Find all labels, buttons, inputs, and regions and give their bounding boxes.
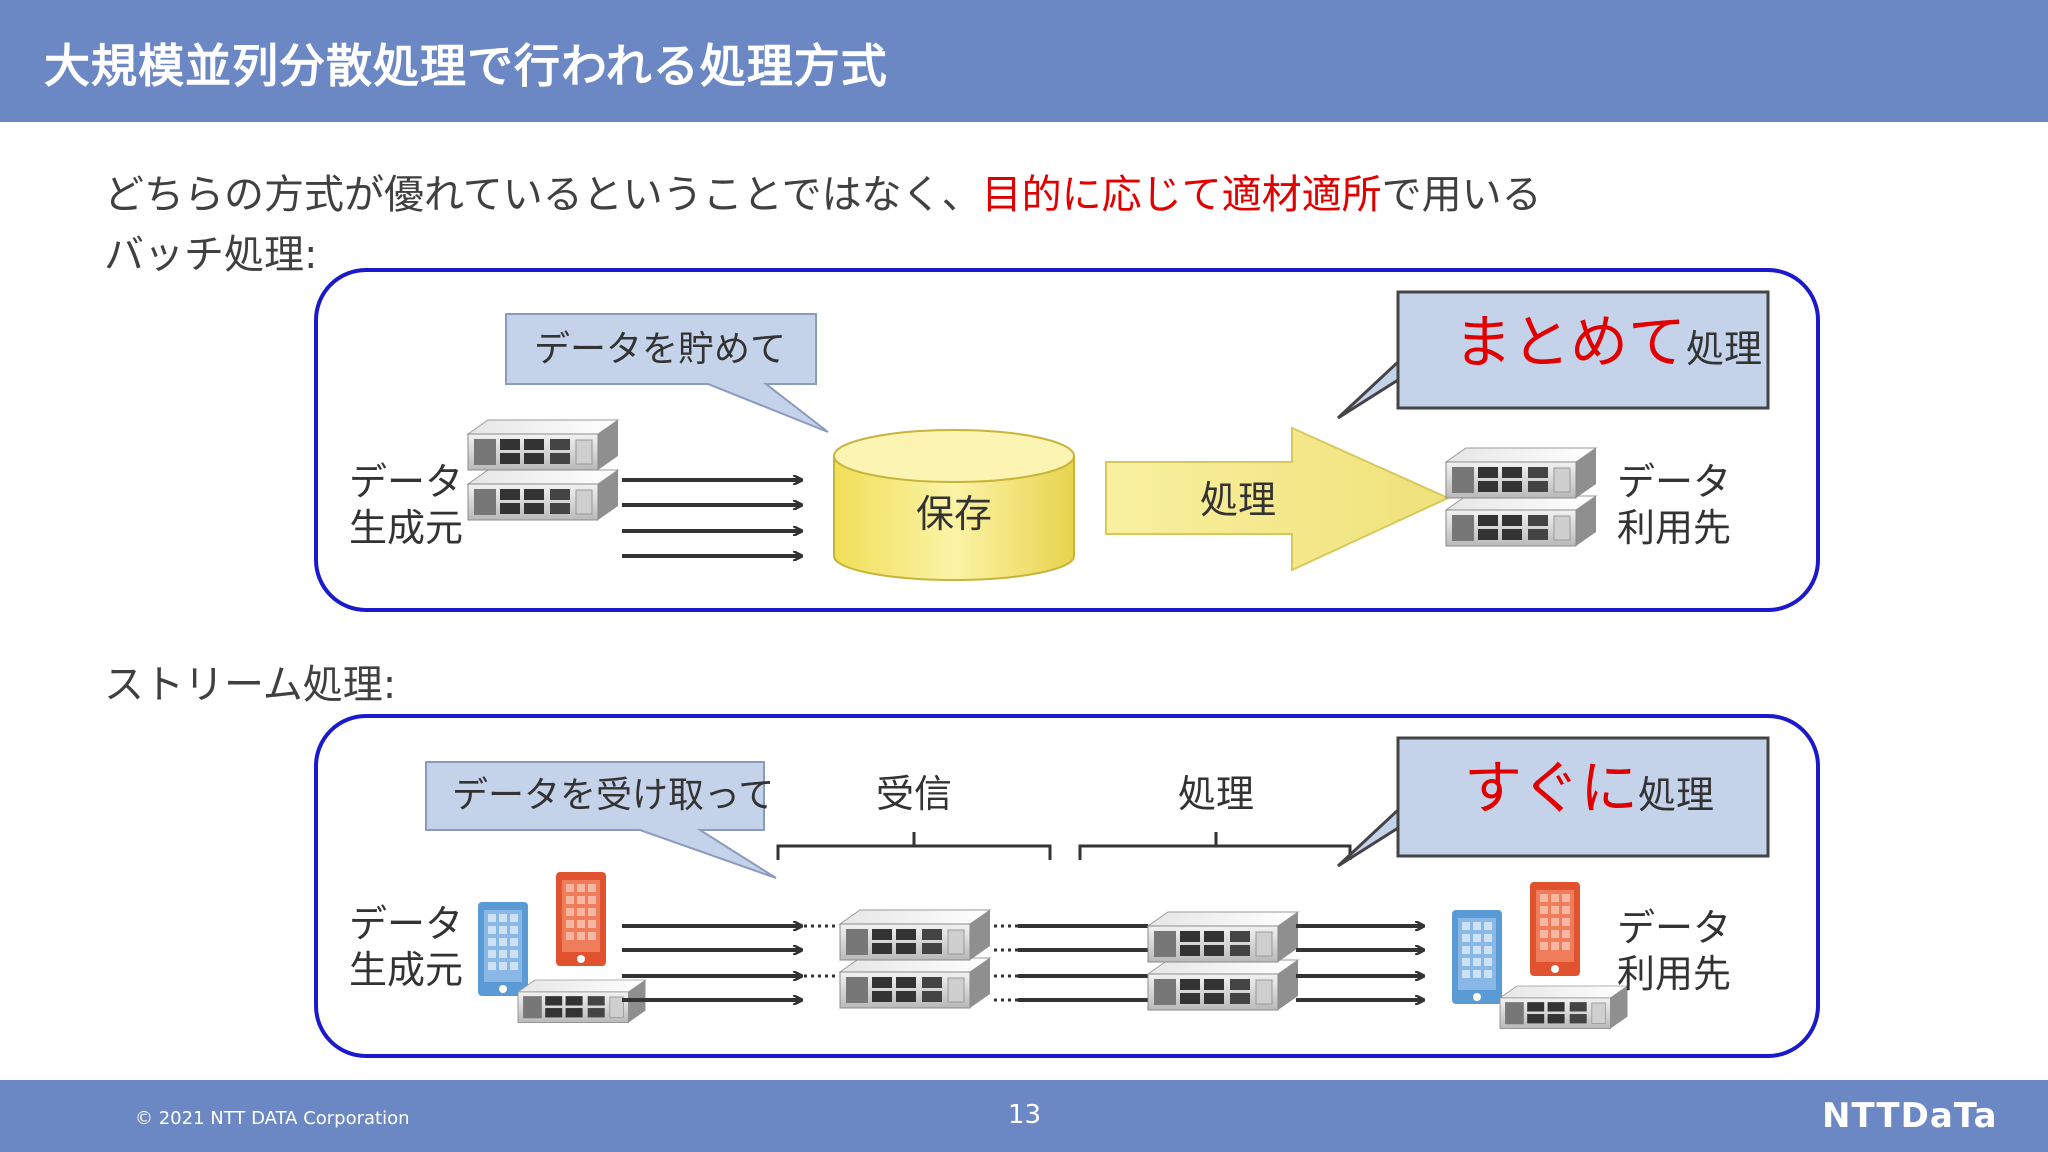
stream-dest-label-1: データ [1616,906,1731,950]
stream-result-text: すぐに処理 [1464,759,1715,819]
stream-result-suffix: 処理 [1638,773,1715,817]
receive-brace [776,832,1052,860]
intro-suffix: で用いる [1381,172,1542,218]
store-callout-text: データを貯めて [534,329,787,370]
receive-label: 受信 [875,772,952,816]
intro-highlight: 目的に応じて適材適所 [981,172,1382,218]
footer-bar [0,1080,2048,1152]
stream-source-label-2: 生成元 [348,948,463,992]
batch-source-arrows [622,480,802,556]
batch-heading: バッチ処理: [104,232,318,278]
batch-result-suffix: 処理 [1686,327,1763,371]
batch-dest-label-2: 利用先 [1616,506,1731,550]
storage-label: 保存 [915,492,992,536]
batch-process-label: 処理 [1199,478,1276,522]
receive-callout-text: データを受け取って [452,775,775,816]
stream-dest-arrows [1296,926,1424,1000]
batch-source-label-1: データ [348,460,463,504]
slide-title: 大規模並列分散処理で行われる処理方式 [44,39,888,93]
stream-middle-arrows [1018,924,1148,1002]
batch-process-arrow [1105,426,1451,572]
stream-dest-label-2: 利用先 [1616,952,1731,996]
stream-result-callout-box [1336,736,1770,868]
page-number: 13 [1008,1100,1042,1130]
stream-result-highlight: すぐに [1464,754,1639,822]
batch-dest-label-1: データ [1616,460,1731,504]
batch-source-label-2: 生成元 [348,506,463,550]
batch-result-text: まとめて処理 [1454,313,1763,373]
storage-cylinder [833,429,1075,581]
intro-prefix: どちらの方式が優れているということではなく、 [104,172,982,218]
stream-source-label-1: データ [348,902,463,946]
batch-result-callout-box [1336,290,1770,420]
stream-process-label: 処理 [1177,772,1254,816]
company-logo: NTTDaTa [1822,1096,1998,1136]
batch-dest-servers [1445,447,1597,547]
stream-heading: ストリーム処理: [104,662,397,708]
copyright-text: © 2021 NTT DATA Corporation [135,1108,410,1129]
store-callout-box [505,313,829,433]
batch-source-servers [467,419,619,521]
stream-source-arrows [622,926,802,1000]
intro-line: どちらの方式が優れているということではなく、目的に応じて適材適所で用いる [104,162,1542,220]
title-bar [0,0,2048,122]
receive-callout-box [425,761,777,879]
stream-dotted-links-1 [804,924,836,978]
stream-process-servers [1147,911,1299,1011]
batch-result-highlight: まとめて [1454,308,1687,376]
stream-receive-servers [839,909,991,1009]
